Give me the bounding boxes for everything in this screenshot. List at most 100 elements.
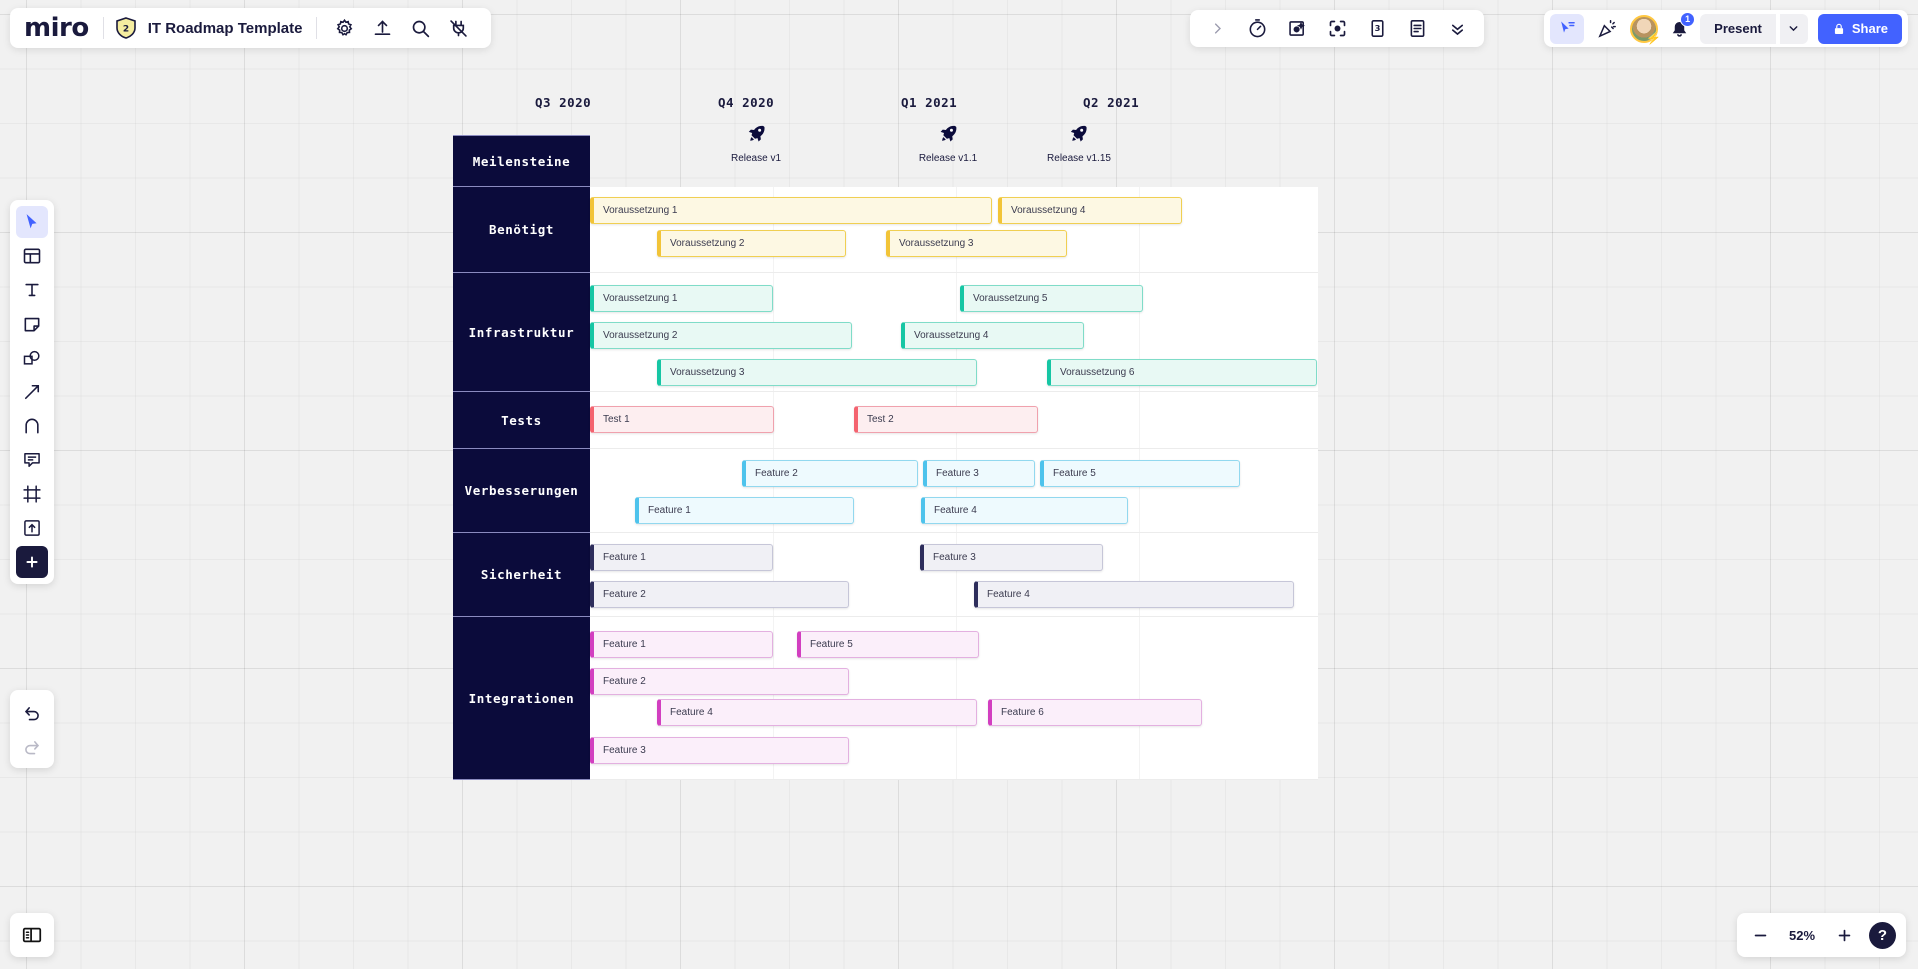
milestone-label: Release v1.15 <box>1047 153 1111 164</box>
quarter-divider <box>1139 449 1140 532</box>
text-tool[interactable] <box>16 274 48 306</box>
row-track[interactable]: Feature 1 Feature 3 Feature 2 Feature 4 <box>590 533 1318 617</box>
task-bar[interactable]: Test 1 <box>590 406 774 433</box>
task-bar[interactable]: Voraussetzung 3 <box>886 230 1067 257</box>
plan-shield-badge[interactable]: 2 <box>115 17 136 39</box>
shapes-tool[interactable] <box>16 342 48 374</box>
share-button[interactable]: Share <box>1817 13 1902 44</box>
zoom-out-button[interactable] <box>1747 922 1773 948</box>
quarter-label-2: Q4 2020 <box>718 95 775 110</box>
attention-focus-icon[interactable] <box>1318 10 1356 48</box>
search-icon[interactable] <box>401 9 439 47</box>
sticky-note-tool[interactable] <box>16 308 48 340</box>
pen-tool[interactable] <box>16 410 48 442</box>
voting-icon[interactable] <box>1278 10 1316 48</box>
upload-export-icon[interactable] <box>363 9 401 47</box>
task-bar[interactable]: Feature 3 <box>590 737 849 764</box>
rocket-icon <box>919 123 977 148</box>
quarter-divider <box>1139 273 1140 391</box>
notes-icon[interactable] <box>1398 10 1436 48</box>
task-bar[interactable]: Feature 1 <box>635 497 854 524</box>
history-toolbar <box>10 690 54 768</box>
task-bar[interactable]: Feature 4 <box>974 581 1294 608</box>
cards-icon[interactable]: 3 <box>1358 10 1396 48</box>
more-chevrons-down-icon[interactable] <box>1438 10 1476 48</box>
task-bar[interactable]: Voraussetzung 2 <box>657 230 846 257</box>
templates-tool[interactable] <box>16 240 48 272</box>
quarter-label-3: Q1 2021 <box>901 95 958 110</box>
divider <box>316 17 318 39</box>
task-bar[interactable]: Feature 4 <box>921 497 1128 524</box>
cursor-chat-icon[interactable] <box>1550 13 1585 44</box>
integrations-plug-icon[interactable] <box>439 9 477 47</box>
quarter-divider <box>1139 392 1140 448</box>
connector-arrow-tool[interactable] <box>16 376 48 408</box>
frame-tool[interactable] <box>16 478 48 510</box>
share-button-label: Share <box>1851 21 1888 36</box>
notifications-bell-icon[interactable]: 1 <box>1662 11 1696 44</box>
upload-tool[interactable] <box>16 512 48 544</box>
task-bar[interactable]: Feature 2 <box>590 668 849 695</box>
row-label-5[interactable]: Verbesserungen <box>453 449 590 533</box>
task-bar[interactable]: Voraussetzung 1 <box>590 197 992 224</box>
task-bar[interactable]: Test 2 <box>854 406 1038 433</box>
user-avatar[interactable] <box>1630 14 1661 45</box>
task-bar[interactable]: Feature 5 <box>1040 460 1240 487</box>
help-button[interactable]: ? <box>1869 921 1896 949</box>
more-apps-tool[interactable] <box>16 546 48 578</box>
row-track[interactable]: Voraussetzung 1 Voraussetzung 5 Voraussetz… <box>590 273 1318 392</box>
present-button[interactable]: Present <box>1700 13 1776 44</box>
row-label-2[interactable]: Benötigt <box>453 187 590 273</box>
row-label-1[interactable]: Meilensteine <box>453 135 590 187</box>
task-bar[interactable]: Voraussetzung 6 <box>1047 359 1317 386</box>
comment-tool[interactable] <box>16 444 48 476</box>
task-bar[interactable]: Voraussetzung 4 <box>998 197 1182 224</box>
select-tool[interactable] <box>16 206 48 238</box>
row-label-6[interactable]: Sicherheit <box>453 533 590 617</box>
task-bar[interactable]: Voraussetzung 3 <box>657 359 977 386</box>
task-bar[interactable]: Feature 3 <box>923 460 1035 487</box>
task-bar[interactable]: Feature 3 <box>920 544 1103 571</box>
zoom-level-value[interactable]: 52% <box>1788 927 1816 943</box>
rocket-icon <box>731 123 781 148</box>
task-bar[interactable]: Feature 2 <box>590 581 849 608</box>
task-bar[interactable]: Voraussetzung 1 <box>590 285 773 312</box>
present-dropdown-chevron-icon[interactable] <box>1779 13 1808 44</box>
expand-chevron-icon[interactable] <box>1198 10 1236 48</box>
plan-badge-number: 2 <box>123 25 129 35</box>
task-bar[interactable]: Feature 5 <box>797 631 979 658</box>
quarter-divider <box>956 533 957 616</box>
redo-button[interactable] <box>16 730 48 762</box>
open-side-panel-button[interactable] <box>10 913 54 957</box>
board-title[interactable]: IT Roadmap Template <box>147 19 303 37</box>
task-bar[interactable]: Feature 4 <box>657 699 977 726</box>
undo-button[interactable] <box>16 696 48 728</box>
task-bar[interactable]: Voraussetzung 2 <box>590 322 852 349</box>
row-label-3[interactable]: Infrastruktur <box>453 273 590 392</box>
task-bar[interactable]: Feature 1 <box>590 544 773 571</box>
task-bar[interactable]: Voraussetzung 4 <box>901 322 1084 349</box>
celebrate-icon[interactable] <box>1588 10 1626 48</box>
settings-gear-icon[interactable] <box>325 9 363 47</box>
quarter-divider <box>956 449 957 532</box>
task-bar[interactable]: Feature 2 <box>742 460 918 487</box>
row-label-7[interactable]: Integrationen <box>453 617 590 780</box>
row-track[interactable]: Test 1 Test 2 <box>590 392 1318 449</box>
zoom-in-button[interactable] <box>1831 922 1857 948</box>
row-track[interactable]: Feature 1 Feature 5 Feature 2 Feature 4 Feat… <box>590 617 1318 780</box>
task-bar[interactable]: Feature 1 <box>590 631 773 658</box>
row-label-4[interactable]: Tests <box>453 392 590 449</box>
milestone-marker[interactable]: Release v1 <box>731 123 781 166</box>
milestone-marker[interactable]: Release v1.1 <box>919 123 977 166</box>
miro-logo[interactable]: miro <box>24 13 89 43</box>
task-bar[interactable]: Voraussetzung 5 <box>960 285 1143 312</box>
timer-icon[interactable] <box>1238 10 1276 48</box>
task-bar[interactable]: Feature 6 <box>988 699 1202 726</box>
milestone-marker[interactable]: Release v1.15 <box>1047 123 1111 166</box>
